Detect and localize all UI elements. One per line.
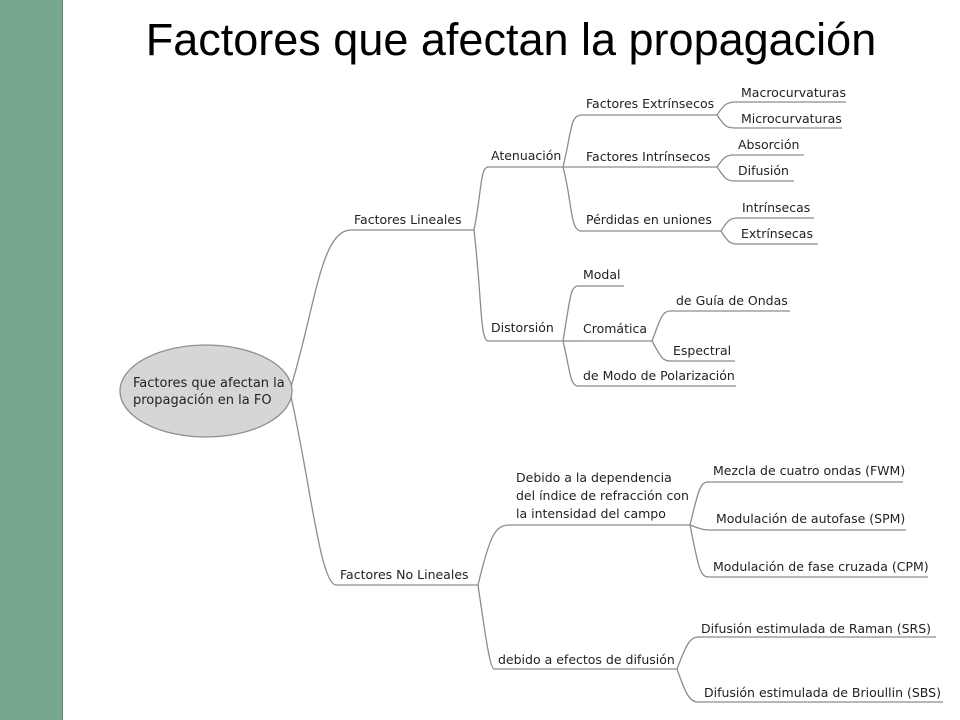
node-srs: Difusión estimulada de Raman (SRS) <box>701 621 931 636</box>
node-efectos-difusion: debido a efectos de difusión <box>498 652 675 667</box>
node-cromatica: Cromática <box>583 321 647 336</box>
node-sbs: Difusión estimulada de Brioullin (SBS) <box>704 685 941 700</box>
node-factores-lineales: Factores Lineales <box>354 212 462 227</box>
node-perdidas-uniones: Pérdidas en uniones <box>586 212 712 227</box>
node-intrinsecas: Intrínsecas <box>742 200 810 215</box>
node-debido-line1: Debido a la dependencia <box>516 470 672 485</box>
node-factores-extrinsecos: Factores Extrínsecos <box>586 96 714 111</box>
node-difusion: Difusión <box>738 163 789 178</box>
root-node-ellipse <box>119 344 293 438</box>
node-distorsion: Distorsión <box>491 320 554 335</box>
node-underlines <box>336 101 943 703</box>
root-node-label-line2: propagación en la FO <box>133 393 272 408</box>
root-node-label-line1: Factores que afectan la <box>133 376 285 391</box>
node-microcurvaturas: Microcurvaturas <box>741 111 842 126</box>
node-factores-intrinsecos: Factores Intrínsecos <box>586 149 710 164</box>
slide-title: Factores que afectan la propagación <box>145 14 877 65</box>
node-modo-polarizacion: de Modo de Polarización <box>583 368 735 383</box>
node-guia-ondas: de Guía de Ondas <box>676 293 788 308</box>
node-fwm: Mezcla de cuatro ondas (FWM) <box>713 463 905 478</box>
connectors <box>289 101 739 703</box>
node-absorcion: Absorción <box>738 137 799 152</box>
node-espectral: Espectral <box>673 343 731 358</box>
node-extrinsecas: Extrínsecas <box>741 226 813 241</box>
node-debido-line2: del índice de refracción con <box>516 488 689 503</box>
node-modal: Modal <box>583 267 621 282</box>
node-spm: Modulación de autofase (SPM) <box>716 511 905 526</box>
slide-side-bar <box>0 0 63 720</box>
node-cpm: Modulación de fase cruzada (CPM) <box>713 559 929 574</box>
node-factores-no-lineales: Factores No Lineales <box>340 567 469 582</box>
node-debido-line3: la intensidad del campo <box>516 506 666 521</box>
node-atenuacion: Atenuación <box>491 148 561 163</box>
node-macrocurvaturas: Macrocurvaturas <box>741 85 846 100</box>
